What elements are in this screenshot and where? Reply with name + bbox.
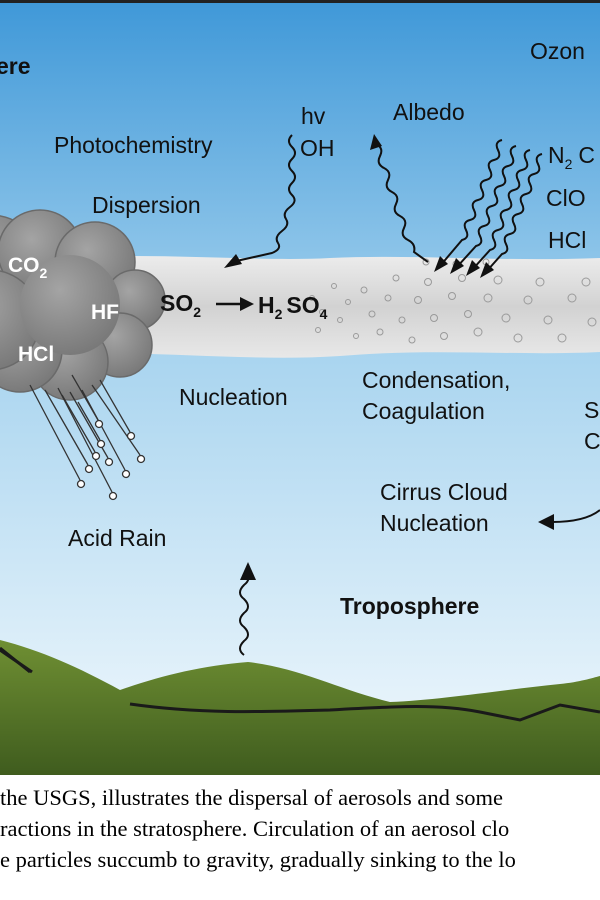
clo-label: ClO xyxy=(546,185,586,211)
cirrus-cloud-label: Cirrus Cloud xyxy=(380,479,508,505)
albedo-arrowhead xyxy=(370,134,382,150)
troposphere-label: Troposphere xyxy=(340,593,479,619)
hf-label: HF xyxy=(91,301,119,324)
caption-line-2: ractions in the stratosphere. Circulatio… xyxy=(0,816,510,841)
albedo-label: Albedo xyxy=(393,99,465,125)
edge-s-label: S xyxy=(584,397,599,423)
sky-background xyxy=(0,0,600,775)
ozone-label: Ozon xyxy=(530,38,585,64)
ground-ridge-left xyxy=(0,648,33,674)
acid-rain xyxy=(29,374,146,501)
nucleation-label: Nucleation xyxy=(179,384,288,410)
hv-label: hv xyxy=(301,103,326,129)
acid-rain-label: Acid Rain xyxy=(68,525,166,551)
photochemistry-label: Photochemistry xyxy=(54,132,213,158)
oh-label: OH xyxy=(300,135,335,161)
aerosol-dispersal-diagram: ere Ozon Troposphere Photochemistry Disp… xyxy=(0,0,600,775)
so2-label: SO2 xyxy=(160,290,201,320)
photochemistry-arrow xyxy=(231,134,296,263)
diagram-canvas: ere Ozon Troposphere Photochemistry Disp… xyxy=(0,0,600,775)
co2-label: CO2 xyxy=(8,254,48,281)
edge-c-label: C xyxy=(584,428,600,454)
cirrus-nucleation-label: Nucleation xyxy=(380,510,489,536)
dispersion-label: Dispersion xyxy=(92,192,201,218)
hcl-cloud-label: HCl xyxy=(18,343,54,366)
stratosphere-label: ere xyxy=(0,53,31,79)
radiation-arrows xyxy=(439,139,543,273)
ground-uplift-arrow xyxy=(239,562,256,656)
cirrus-arrow xyxy=(538,509,600,530)
photochemistry-arrowhead xyxy=(224,254,242,268)
coagulation-label: Coagulation xyxy=(362,398,485,424)
top-border xyxy=(0,0,600,3)
figure-caption: the USGS, illustrates the dispersal of a… xyxy=(0,782,600,900)
reaction-arrow xyxy=(216,297,254,311)
caption-line-1: the USGS, illustrates the dispersal of a… xyxy=(0,785,504,810)
condensation-label: Condensation, xyxy=(362,367,510,393)
aerosol-particles xyxy=(309,258,597,344)
volcanic-cloud xyxy=(0,209,166,401)
hcl-right-label: HCl xyxy=(548,227,586,253)
radiation-arrowheads xyxy=(434,256,494,278)
aerosol-plume xyxy=(60,256,600,358)
ground xyxy=(0,640,600,775)
albedo-arrow xyxy=(375,143,429,263)
caption-line-3: e particles succumb to gravity, graduall… xyxy=(0,847,516,872)
